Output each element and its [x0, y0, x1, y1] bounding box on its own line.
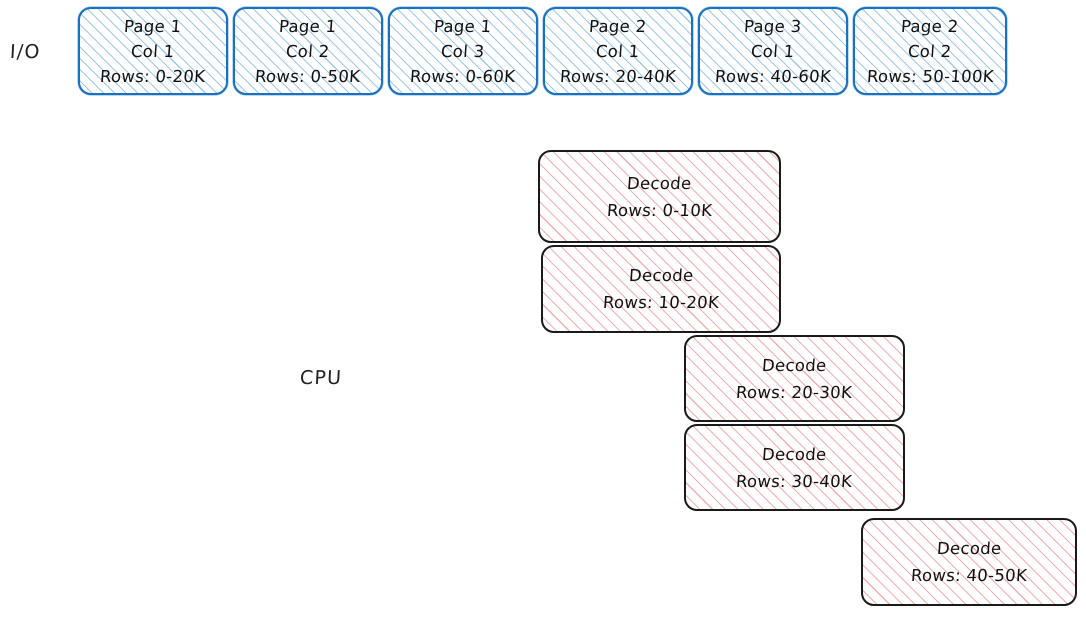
- io-block-rows: Rows: 0-50K: [254, 66, 362, 86]
- cpu-decode-block[interactable]: Decode Rows: 10-20K: [541, 245, 781, 333]
- io-block-page: Page 1: [123, 16, 183, 36]
- cpu-decode-op: Decode: [936, 539, 1002, 558]
- lane-label-cpu: CPU: [299, 367, 343, 389]
- io-block[interactable]: Page 1 Col 1 Rows: 0-20K: [78, 7, 228, 95]
- io-block-page: Page 3: [743, 16, 803, 36]
- cpu-decode-rows: Rows: 10-20K: [602, 293, 720, 312]
- cpu-decode-op: Decode: [626, 173, 693, 193]
- io-block-col: Col 2: [285, 41, 331, 61]
- io-block-rows: Rows: 50-100K: [865, 66, 995, 86]
- io-block-rows: Rows: 20-40K: [559, 66, 677, 86]
- io-block-col: Col 3: [440, 41, 486, 61]
- io-block-rows: Rows: 0-60K: [409, 66, 517, 86]
- cpu-decode-op: Decode: [761, 444, 828, 464]
- cpu-decode-rows: Rows: 30-40K: [735, 471, 854, 491]
- cpu-decode-rows: Rows: 40-50K: [910, 566, 1028, 585]
- cpu-decode-op: Decode: [628, 266, 694, 285]
- io-block-col: Col 2: [907, 41, 953, 61]
- cpu-decode-rows: Rows: 20-30K: [735, 382, 854, 402]
- io-block[interactable]: Page 3 Col 1 Rows: 40-60K: [698, 7, 848, 95]
- io-block-page: Page 2: [900, 16, 960, 36]
- cpu-decode-block[interactable]: Decode Rows: 40-50K: [861, 518, 1077, 606]
- cpu-decode-op: Decode: [761, 355, 828, 375]
- io-block-rows: Rows: 40-60K: [714, 66, 832, 86]
- io-block-rows: Rows: 0-20K: [99, 66, 207, 86]
- io-block-col: Col 1: [750, 41, 796, 61]
- io-block-col: Col 1: [595, 41, 641, 61]
- io-block[interactable]: Page 1 Col 3 Rows: 0-60K: [388, 7, 538, 95]
- io-block[interactable]: Page 2 Col 2 Rows: 50-100K: [853, 7, 1007, 95]
- cpu-decode-block[interactable]: Decode Rows: 20-30K: [684, 335, 905, 422]
- io-block-page: Page 1: [433, 16, 493, 36]
- io-block-col: Col 1: [130, 41, 176, 61]
- io-block-page: Page 2: [588, 16, 648, 36]
- io-block-page: Page 1: [278, 16, 338, 36]
- cpu-decode-block[interactable]: Decode Rows: 30-40K: [684, 424, 905, 511]
- io-block[interactable]: Page 1 Col 2 Rows: 0-50K: [233, 7, 383, 95]
- cpu-decode-block[interactable]: Decode Rows: 0-10K: [538, 150, 781, 243]
- io-block[interactable]: Page 2 Col 1 Rows: 20-40K: [543, 7, 693, 95]
- lane-label-io: I/O: [9, 41, 42, 63]
- cpu-decode-rows: Rows: 0-10K: [606, 200, 713, 220]
